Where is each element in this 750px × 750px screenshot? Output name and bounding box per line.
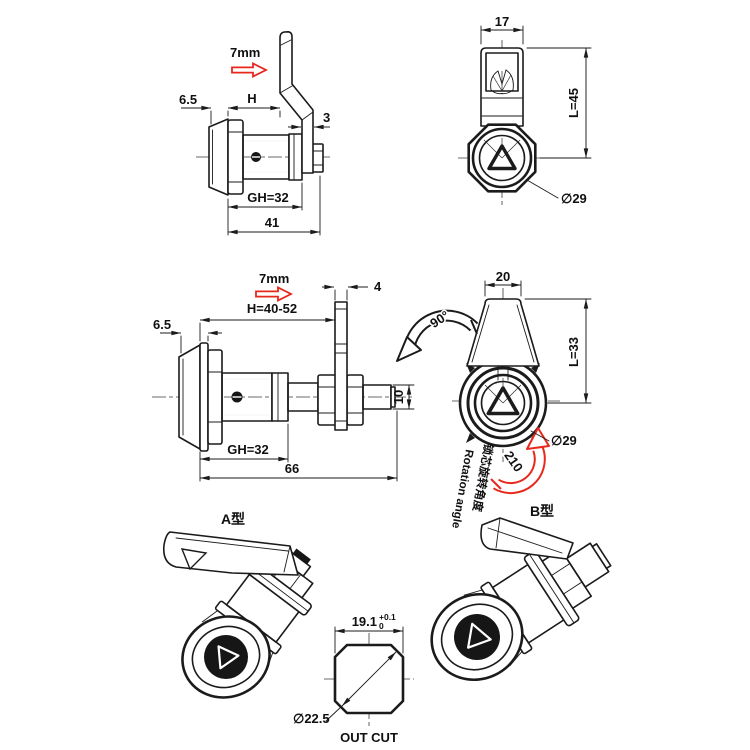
cutout-width-dim: 19.1 bbox=[352, 614, 377, 629]
handle-width-dim: 17 bbox=[495, 14, 509, 29]
rotation-angle-label-en: Rotation angle bbox=[449, 448, 475, 529]
handle-front-a bbox=[480, 47, 524, 127]
view-front-a: 17 L=45 ∅29 bbox=[458, 14, 592, 208]
iso-a-handle bbox=[162, 531, 299, 576]
wing-knob-front-b bbox=[466, 298, 540, 381]
offset-dim-label: 7mm bbox=[259, 271, 289, 286]
total-length-dim: 66 bbox=[285, 461, 299, 476]
cutout-diagonal-dim: ∅22.5 bbox=[293, 711, 330, 726]
total-length-dim: 41 bbox=[265, 215, 279, 230]
type-b-label: B型 bbox=[530, 503, 554, 519]
cutout-tol-upper: +0.1 bbox=[379, 612, 396, 622]
lock-body-side-b bbox=[178, 342, 396, 452]
handle-length-dim: L=45 bbox=[566, 88, 581, 118]
iso-b-face bbox=[430, 592, 524, 682]
cutout-caption: OUT CUT bbox=[340, 730, 398, 745]
diameter-dim: ∅29 bbox=[561, 191, 587, 206]
thread-diameter-dim: 10 bbox=[391, 390, 406, 404]
view-side-b: 7mm H=40-52 4 6.5 10 GH=32 66 bbox=[152, 271, 415, 482]
dims-front-a: 17 L=45 ∅29 bbox=[480, 14, 592, 206]
lock-body-side-a bbox=[208, 118, 324, 196]
cam-lever-side-a bbox=[279, 31, 314, 174]
offset-direction-arrow-icon bbox=[255, 286, 294, 302]
grip-range-dim: H=40-52 bbox=[247, 301, 297, 316]
triangle-key-socket bbox=[467, 622, 492, 649]
cam-thickness-dim: 3 bbox=[323, 110, 330, 125]
knob-length-dim: L=33 bbox=[566, 337, 581, 367]
open-angle-arrow: 90° bbox=[396, 306, 479, 362]
triangle-key-socket bbox=[217, 645, 240, 670]
offset-dim-label: 7mm bbox=[230, 45, 260, 60]
cam-blade-side-b bbox=[334, 301, 348, 431]
cam-thickness-dim: 4 bbox=[374, 279, 382, 294]
body-length-dim: GH=32 bbox=[247, 190, 289, 205]
offset-direction-arrow-icon bbox=[231, 62, 269, 78]
view-iso-a: A型 bbox=[162, 511, 314, 699]
triangle-key-socket bbox=[487, 144, 517, 171]
rotation-value-dim: 210 bbox=[501, 448, 526, 474]
lock-face-a bbox=[467, 123, 537, 193]
head-depth-dim: 6.5 bbox=[179, 92, 197, 107]
dims-side-b: 7mm H=40-52 4 6.5 10 GH=32 66 bbox=[153, 271, 415, 482]
grip-dim: H bbox=[247, 91, 256, 106]
view-side-a: 7mm 6.5 H 3 GH=32 41 bbox=[179, 31, 332, 236]
cutout-tol-lower: 0 bbox=[379, 621, 384, 631]
view-iso-b: B型 bbox=[430, 503, 612, 682]
iso-a-face bbox=[181, 615, 271, 699]
knob-width-dim: 20 bbox=[496, 269, 510, 284]
view-front-b: 90° 210 Rotation angle 锁芯旋转角度 20 L=33 ∅2… bbox=[396, 269, 592, 529]
open-90-arrow-icon bbox=[396, 336, 422, 362]
rotation-210-arrow-icon bbox=[526, 427, 550, 450]
dims-front-b: 20 L=33 ∅29 bbox=[484, 269, 592, 448]
diameter-dim: ∅29 bbox=[551, 433, 577, 448]
view-cutout: ∅22.5 19.1 +0.1 0 OUT CUT bbox=[293, 612, 414, 745]
lock-face-b-rings bbox=[466, 366, 540, 440]
body-length-dim: GH=32 bbox=[227, 442, 269, 457]
type-a-label: A型 bbox=[221, 511, 245, 527]
head-depth-dim: 6.5 bbox=[153, 317, 171, 332]
triangle-hole bbox=[180, 548, 208, 571]
triangle-key-socket bbox=[486, 386, 520, 416]
diagonal-dim-line bbox=[341, 651, 397, 707]
dims-side-a: 7mm 6.5 H 3 GH=32 41 bbox=[179, 45, 330, 236]
iso-b-wing-handle bbox=[480, 517, 574, 560]
